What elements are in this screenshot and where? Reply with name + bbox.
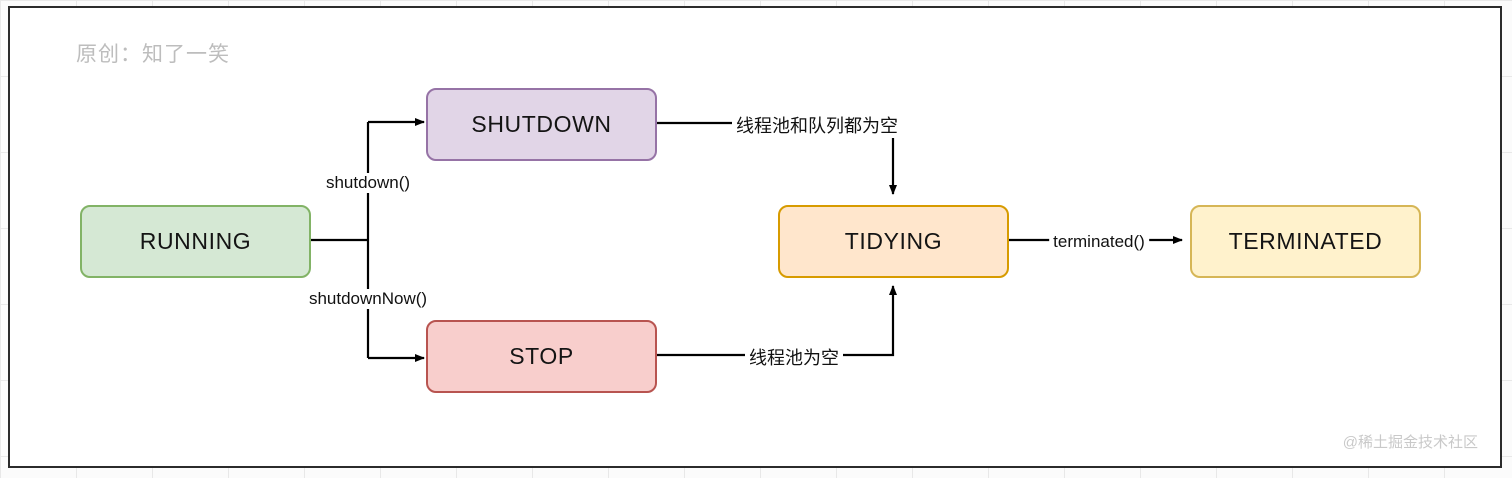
edge-label-pool-and-queue-empty: 线程池和队列都为空 [732,112,902,138]
state-node-shutdown[interactable]: SHUTDOWN [426,88,657,161]
state-node-tidying[interactable]: TIDYING [778,205,1009,278]
edge-label-pool-empty: 线程池为空 [745,344,843,370]
edge-running-split [311,122,370,358]
edge-label-shutdown-now: shutdownNow() [304,289,432,309]
state-node-terminated[interactable]: TERMINATED [1190,205,1421,278]
edge-label-shutdown: shutdown() [321,173,415,193]
watermark-community: @稀土掘金技术社区 [1342,434,1478,451]
watermark-author: 原创：知了一笑 [76,43,230,66]
diagram-canvas: 原创：知了一笑 [8,6,1502,468]
state-node-running[interactable]: RUNNING [80,205,311,278]
state-node-stop[interactable]: STOP [426,320,657,393]
edge-label-terminated: terminated() [1049,232,1149,252]
